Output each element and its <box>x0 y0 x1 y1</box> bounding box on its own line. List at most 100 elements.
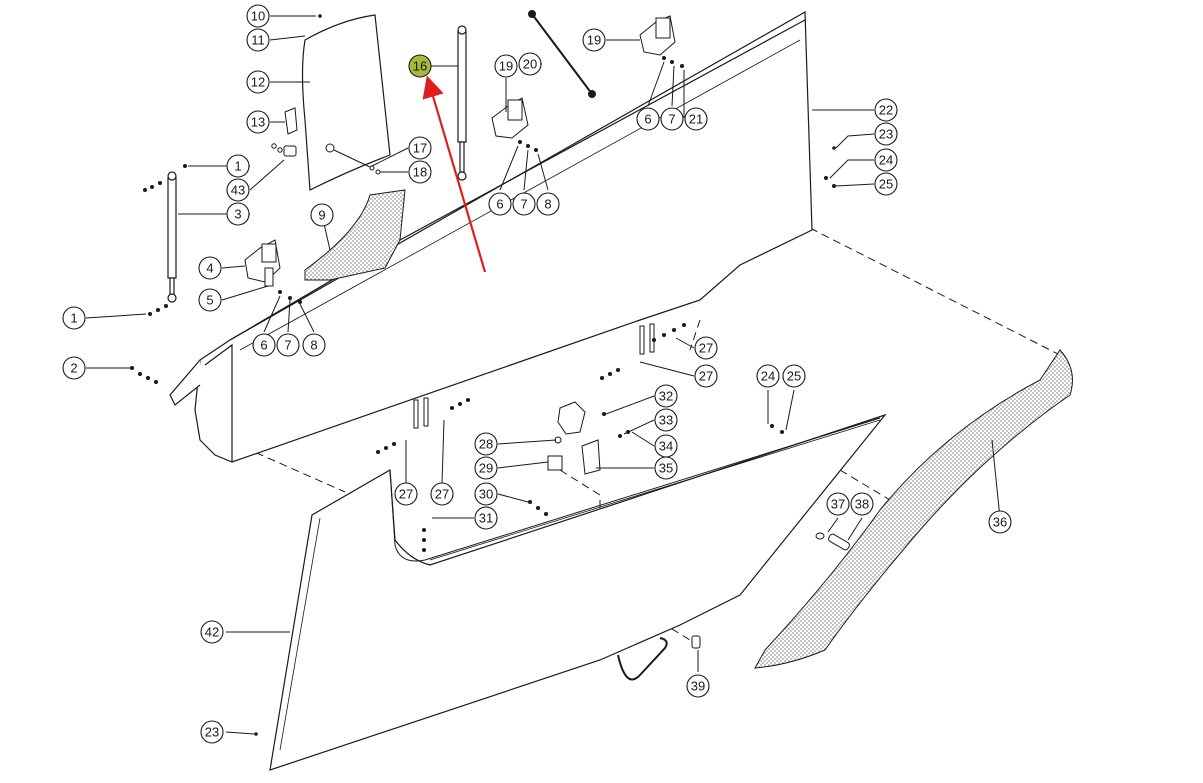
callout-label: 39 <box>691 679 705 694</box>
callout-circle <box>684 107 708 131</box>
callout-label: 11 <box>251 33 265 48</box>
callout-circle <box>310 203 334 227</box>
callout-c6a: 6 <box>252 333 276 357</box>
callout-c23b: 23 <box>200 720 224 744</box>
callout-label: 35 <box>659 461 673 476</box>
callout-circle <box>694 336 718 360</box>
callout-c16: 16 <box>408 54 432 78</box>
callout-label: 1 <box>234 159 241 174</box>
callout-circle <box>474 506 498 530</box>
callout-label: 25 <box>787 369 801 384</box>
callout-label: 17 <box>413 141 427 156</box>
callout-c24a: 24 <box>874 148 898 172</box>
callout-label: 19 <box>499 59 513 74</box>
callout-label: 27 <box>699 369 713 384</box>
callout-circle <box>488 192 512 216</box>
callout-c7b: 7 <box>512 192 536 216</box>
callout-label: 27 <box>399 487 413 502</box>
callout-label: 7 <box>284 338 291 353</box>
callout-c27b: 27 <box>694 364 718 388</box>
callout-label: 9 <box>318 208 325 223</box>
callout-label: 42 <box>205 625 219 640</box>
callout-c25a: 25 <box>874 172 898 196</box>
callout-circle <box>246 28 270 52</box>
callout-c5: 5 <box>198 288 222 312</box>
latch-assembly <box>547 401 601 475</box>
lower-side-panel-42 <box>269 413 887 771</box>
callout-c19b: 19 <box>582 28 606 52</box>
callout-c8a: 8 <box>302 333 326 357</box>
callout-circle <box>686 674 710 698</box>
callout-c8b: 8 <box>536 192 560 216</box>
callout-label: 4 <box>206 261 213 276</box>
wear-strip-36 <box>754 349 1073 669</box>
callout-label: 16 <box>413 59 427 74</box>
callout-circle <box>826 492 850 516</box>
callout-c25b: 25 <box>782 364 806 388</box>
gas-strut-3 <box>167 171 177 303</box>
callout-label: 29 <box>479 461 493 476</box>
callout-circle <box>536 192 560 216</box>
callout-c24b: 24 <box>756 364 780 388</box>
indicator-arrow <box>422 75 487 273</box>
callout-c6b: 6 <box>488 192 512 216</box>
callout-circle <box>494 54 518 78</box>
callout-c38: 38 <box>850 492 874 516</box>
callout-circle <box>198 288 222 312</box>
callout-c27a: 27 <box>694 336 718 360</box>
callout-label: 23 <box>879 127 893 142</box>
callout-label: 1 <box>70 311 77 326</box>
callout-label: 24 <box>761 369 775 384</box>
callout-circle <box>636 107 660 131</box>
callout-label: 3 <box>234 207 241 222</box>
callout-c22: 22 <box>874 98 898 122</box>
callout-circle <box>200 720 224 744</box>
callout-circle <box>474 482 498 506</box>
callout-c7a: 7 <box>276 333 300 357</box>
callout-circle <box>654 456 678 480</box>
callout-label: 28 <box>479 437 493 452</box>
callout-c27c: 27 <box>394 482 418 506</box>
callout-circle <box>226 178 250 202</box>
callout-label: 8 <box>310 338 317 353</box>
callout-label: 36 <box>993 515 1007 530</box>
callout-circle <box>246 70 270 94</box>
callout-circle <box>200 620 224 644</box>
callout-c10: 10 <box>246 4 270 28</box>
callout-c31: 31 <box>474 506 498 530</box>
fasteners <box>130 14 836 736</box>
pins-37-38-39 <box>691 532 850 649</box>
callout-label: 30 <box>479 487 493 502</box>
callout-circle <box>246 4 270 28</box>
callout-label: 43 <box>231 183 245 198</box>
callout-circle <box>408 160 432 184</box>
callout-label: 23 <box>205 725 219 740</box>
callout-circle <box>660 107 684 131</box>
callout-label: 20 <box>523 57 537 72</box>
callout-label: 24 <box>879 153 893 168</box>
hinge-19-right <box>639 15 676 56</box>
callout-label: 32 <box>659 389 673 404</box>
gas-strut-16 <box>457 25 467 181</box>
callout-circle <box>654 384 678 408</box>
callout-c33: 33 <box>654 408 678 432</box>
callout-label: 34 <box>659 439 673 454</box>
callout-label: 27 <box>699 341 713 356</box>
callout-label: 10 <box>251 9 265 24</box>
callout-c6c: 6 <box>636 107 660 131</box>
callout-label: 22 <box>879 103 893 118</box>
callout-circle <box>654 408 678 432</box>
callout-circle <box>430 482 454 506</box>
callout-circle <box>874 98 898 122</box>
callout-circle <box>302 333 326 357</box>
callout-label: 27 <box>435 487 449 502</box>
callout-c9: 9 <box>310 203 334 227</box>
callout-label: 19 <box>587 33 601 48</box>
callout-label: 38 <box>855 497 869 512</box>
callout-label: 31 <box>479 511 493 526</box>
callout-c19a: 19 <box>494 54 518 78</box>
callout-circle <box>394 482 418 506</box>
